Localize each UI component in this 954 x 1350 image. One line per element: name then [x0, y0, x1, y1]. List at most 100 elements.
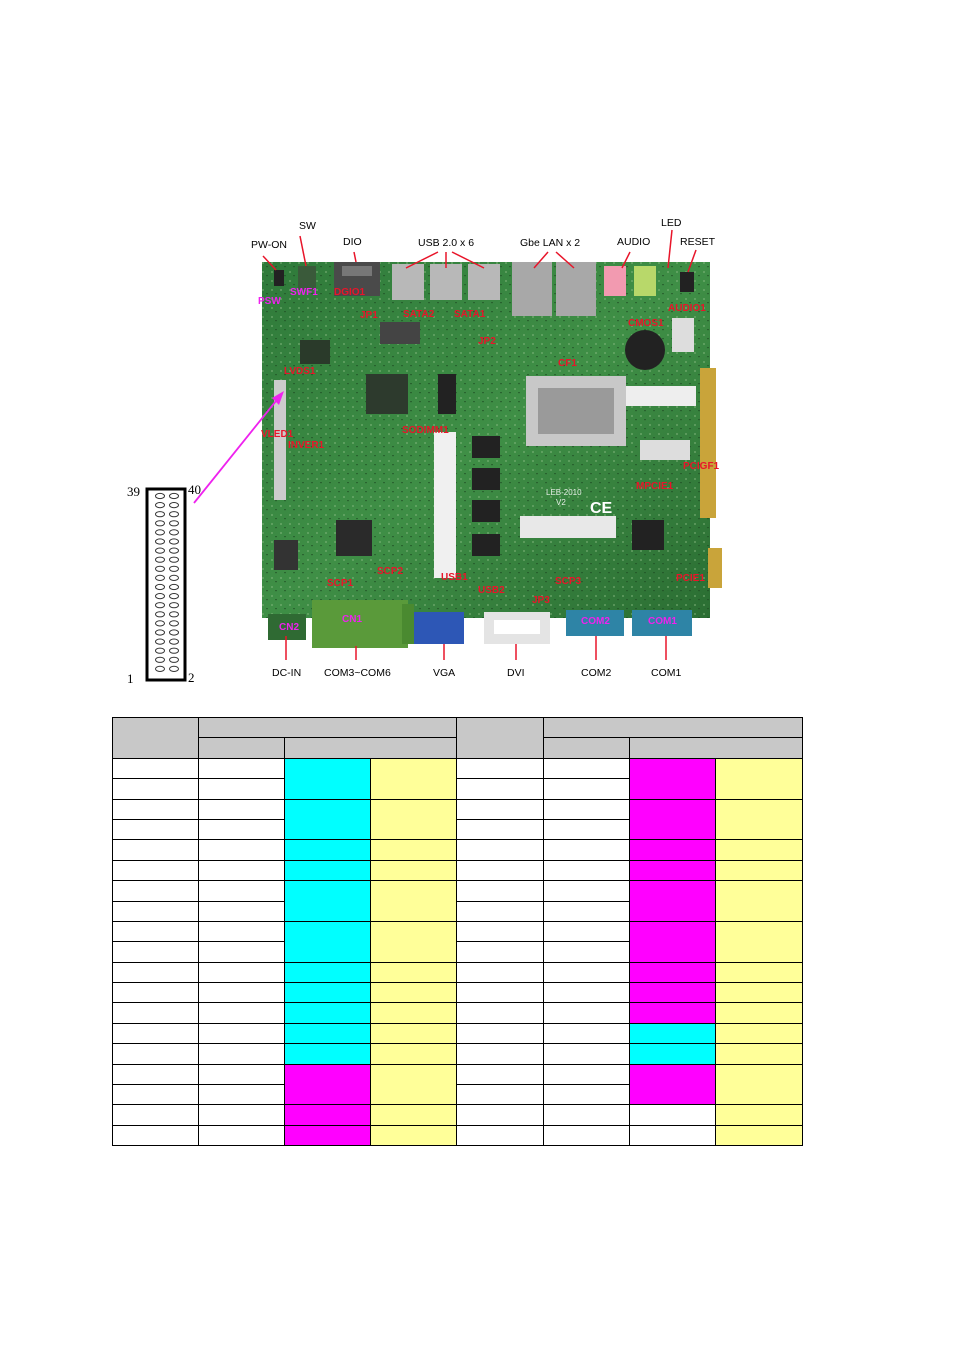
signal-type-cell — [629, 961, 716, 984]
signal-cell — [370, 961, 457, 984]
table-row — [112, 920, 803, 963]
header-pin — [169, 556, 179, 563]
cn1-connector — [312, 600, 408, 648]
lan-ports — [512, 262, 552, 316]
table-cell — [456, 859, 544, 882]
signal-type-cell — [284, 1002, 371, 1024]
table-cell — [543, 798, 630, 820]
table-cell — [543, 1022, 630, 1045]
signal-type-cell — [629, 1002, 716, 1024]
conn-jp: JP1 — [360, 310, 378, 321]
table-cell — [198, 859, 285, 882]
table-cell — [543, 961, 630, 984]
conn-cn1: CN1 — [342, 614, 363, 625]
table-cell — [198, 1002, 285, 1024]
header-pin — [155, 656, 165, 663]
table-cell — [543, 1084, 630, 1106]
signal-cell — [715, 1063, 803, 1106]
audio-jack-pink — [604, 266, 626, 296]
table-cell — [543, 1002, 630, 1024]
label-led: LED — [661, 217, 682, 229]
signal-cell — [715, 1002, 803, 1024]
table-cell — [198, 839, 285, 861]
signal-type-cell — [284, 1022, 371, 1045]
table-row — [112, 859, 803, 882]
table-cell — [543, 880, 630, 902]
conn-vled: VLED1 — [261, 429, 294, 440]
signal-cell — [715, 757, 803, 800]
table-row — [112, 757, 803, 800]
header-pin — [169, 665, 179, 673]
table-cell — [456, 900, 544, 922]
signal-type-cell — [284, 961, 371, 984]
signal-cell — [370, 880, 457, 922]
table-cell — [112, 757, 199, 780]
header-pin — [155, 529, 165, 536]
signal-cell — [370, 920, 457, 963]
table-cell — [456, 961, 544, 984]
header-pin — [169, 647, 179, 654]
header-cell — [543, 737, 630, 759]
pin-39: 39 — [127, 484, 140, 499]
signal-cell — [715, 961, 803, 984]
conn-com2: COM2 — [581, 616, 610, 627]
signal-type-cell — [629, 982, 716, 1004]
header-cell — [284, 737, 457, 759]
conn-sata1: SATA1 — [454, 309, 486, 320]
pci-edge — [700, 368, 716, 518]
table-cell — [198, 900, 285, 922]
table-cell — [112, 982, 199, 1004]
signal-type-cell — [629, 880, 716, 922]
board-photo — [145, 229, 722, 682]
signal-cell — [715, 982, 803, 1004]
conn-swf: SWF1 — [290, 287, 318, 298]
signal-type-cell — [284, 1104, 371, 1126]
signal-type-cell — [629, 1124, 716, 1147]
table-cell — [456, 1043, 544, 1065]
table-cell — [198, 1124, 285, 1147]
header-pin — [155, 520, 165, 527]
header-pin — [155, 547, 165, 554]
table-row — [112, 900, 803, 922]
signal-type-cell — [629, 839, 716, 861]
table-cell — [456, 1022, 544, 1045]
table-cell — [543, 1063, 630, 1086]
table-row — [112, 982, 803, 1004]
signal-cell — [715, 880, 803, 922]
table-row — [112, 1104, 803, 1126]
com1-connector — [632, 610, 692, 636]
table-cell — [198, 1022, 285, 1045]
header-pin — [155, 665, 165, 673]
signal-cell — [370, 1022, 457, 1045]
table-cell — [543, 839, 630, 861]
signal-type-cell — [284, 880, 371, 922]
header-pin — [169, 502, 179, 509]
header-pin — [169, 492, 179, 500]
table-cell — [112, 961, 199, 984]
signal-type-cell — [629, 1104, 716, 1126]
header-pin — [155, 492, 165, 500]
label-dvi: DVI — [507, 667, 525, 679]
table-cell — [112, 798, 199, 820]
conn-sata2: SATA2 — [403, 309, 435, 320]
signal-type-cell — [284, 757, 371, 800]
header-pin — [169, 611, 179, 618]
conn-cmos: CMOS1 — [628, 318, 664, 329]
signal-cell — [370, 1002, 457, 1024]
table-row — [112, 880, 803, 922]
header-pin — [169, 520, 179, 527]
vga-connector — [414, 612, 464, 644]
signal-cell — [370, 859, 457, 882]
table-cell — [456, 1002, 544, 1024]
table-row — [112, 1063, 803, 1106]
conn-cf: CF1 — [558, 358, 577, 369]
signal-type-cell — [284, 1124, 371, 1147]
table-cell — [543, 818, 630, 841]
signal-type-cell — [284, 798, 371, 841]
conn-scp3: SCP3 — [555, 576, 582, 587]
table-cell — [543, 778, 630, 800]
conn-pcigf: PCIGF1 — [683, 461, 720, 472]
table-cell — [112, 778, 199, 800]
header-pin — [155, 647, 165, 654]
signal-cell — [370, 1043, 457, 1065]
